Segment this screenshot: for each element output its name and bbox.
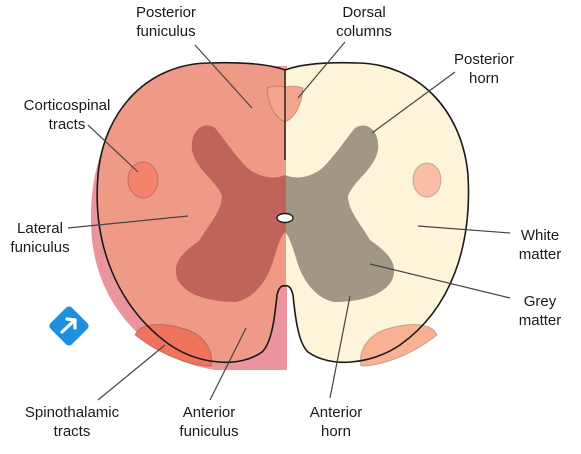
nav-arrow-button[interactable] bbox=[44, 301, 94, 351]
central-canal bbox=[276, 212, 294, 224]
leader-white-matter bbox=[417, 225, 511, 234]
leader-posterior-horn bbox=[371, 71, 456, 134]
arrow-up-right-icon bbox=[60, 317, 77, 334]
leader-corticospinal-tracts bbox=[87, 124, 139, 173]
leader-posterior-funiculus bbox=[194, 44, 253, 109]
corticospinal-tract-right bbox=[412, 162, 442, 198]
leader-lateral-funiculus bbox=[67, 215, 189, 229]
corticospinal-tract-left bbox=[127, 161, 159, 199]
leader-grey-matter bbox=[369, 263, 511, 299]
leader-anterior-horn bbox=[329, 295, 351, 399]
leader-anterior-funiculus bbox=[209, 327, 247, 401]
leader-spinothalamic-tracts bbox=[97, 344, 166, 401]
leader-dorsal-columns bbox=[297, 41, 346, 99]
